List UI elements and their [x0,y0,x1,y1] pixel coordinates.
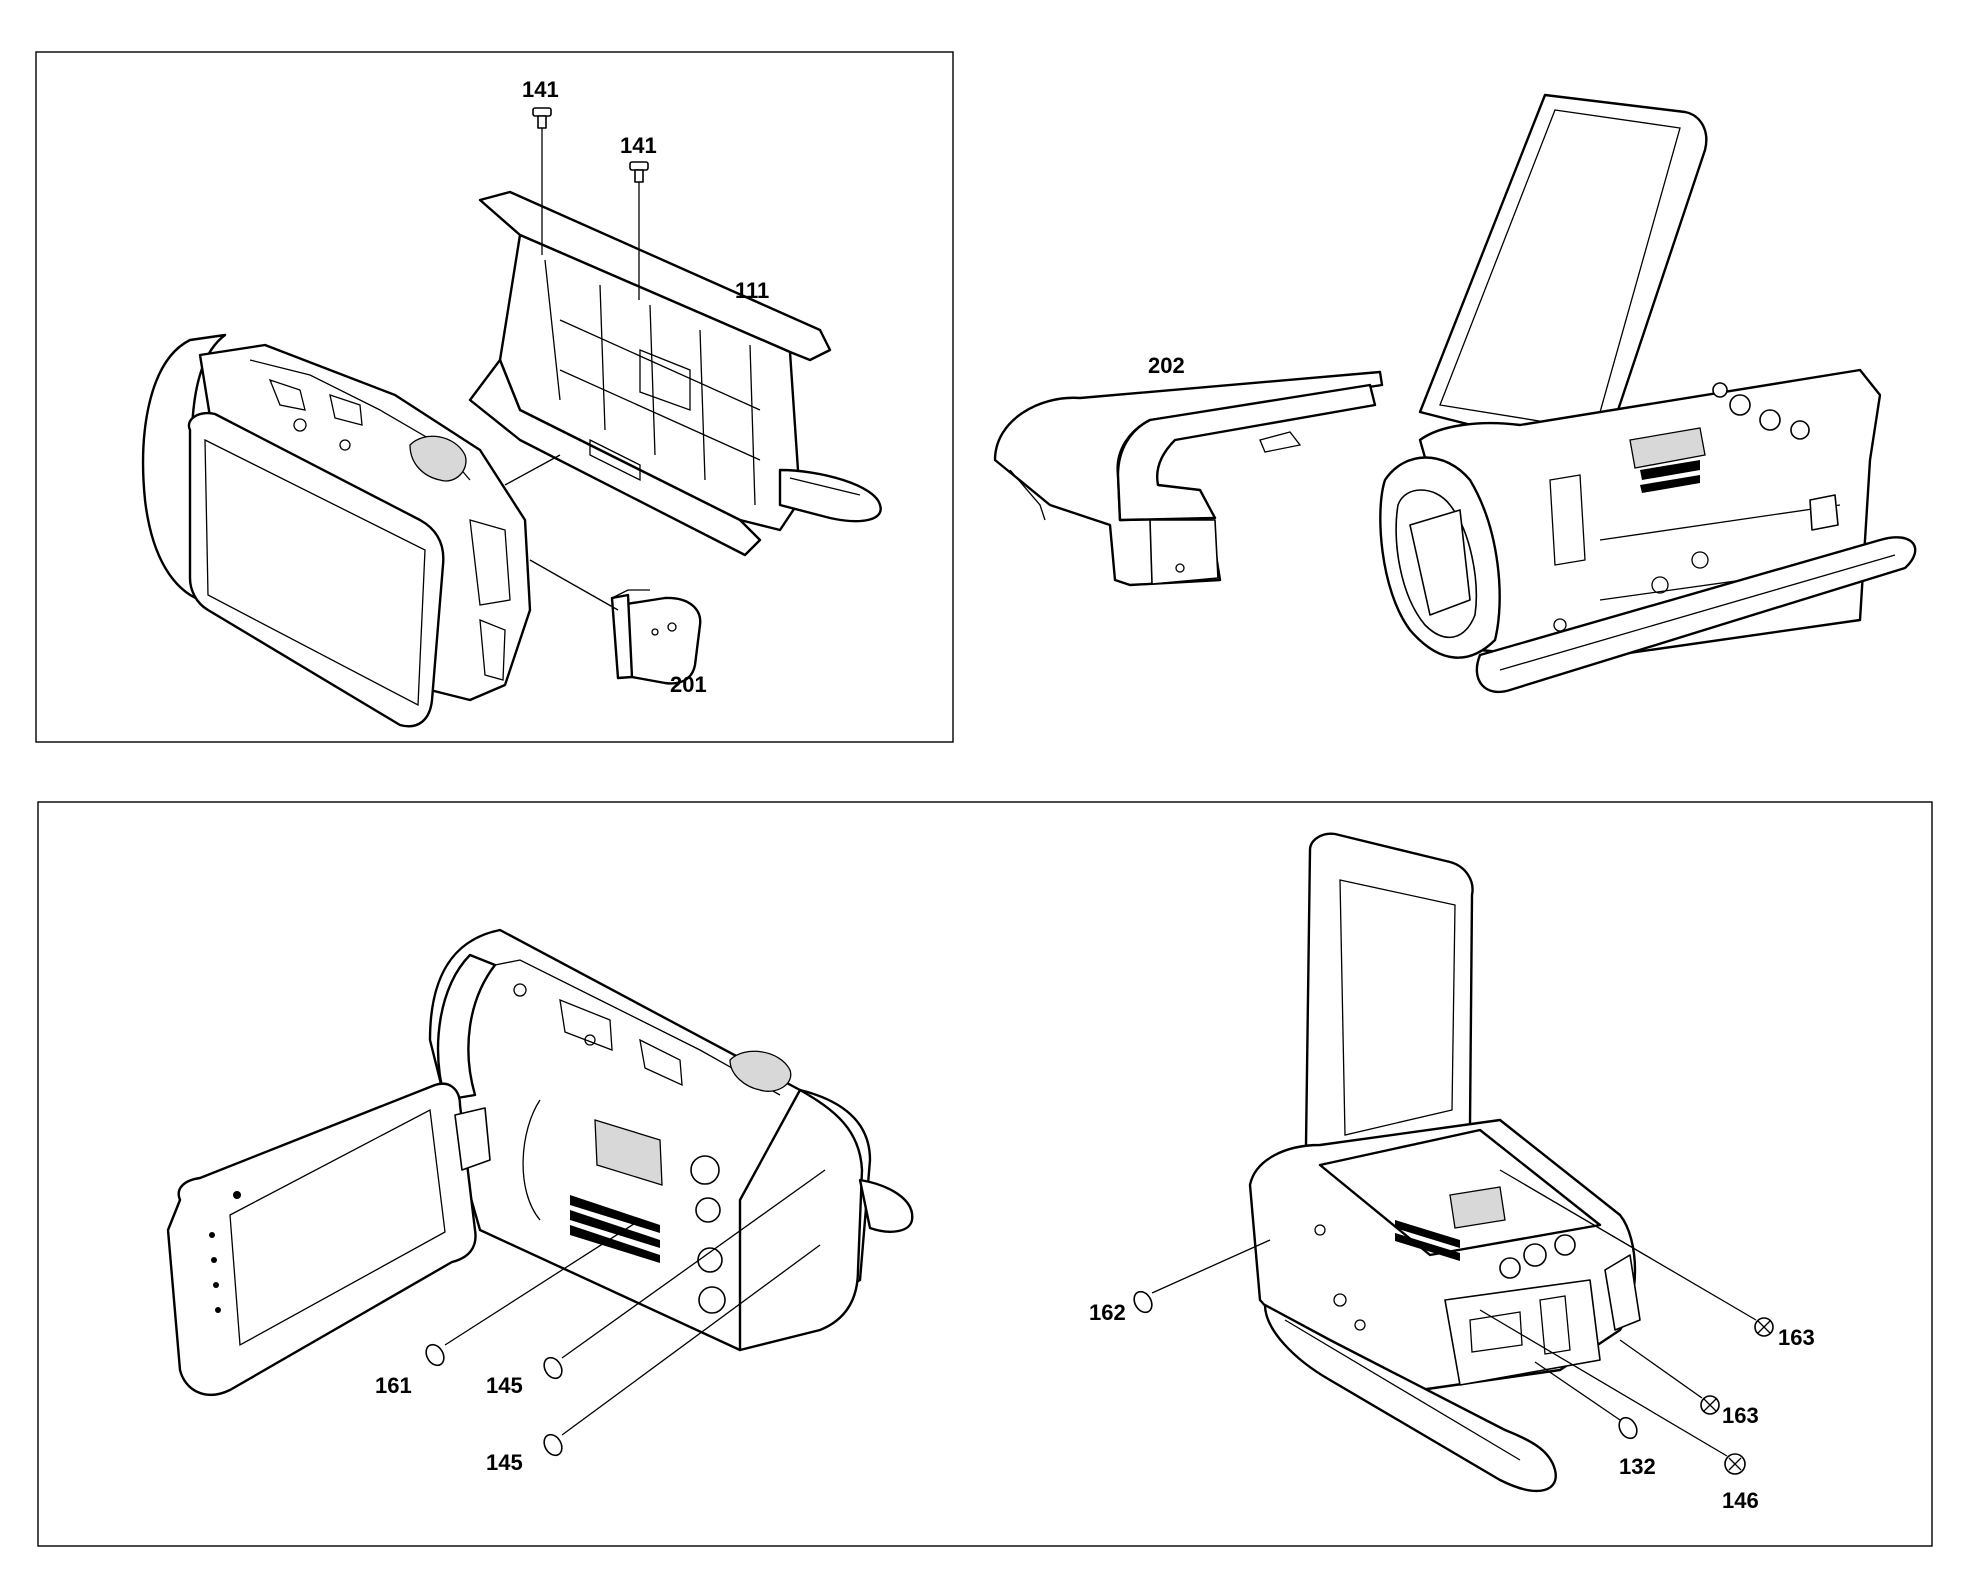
screw-132 [1534,1361,1638,1440]
label-161: 161 [375,1373,412,1398]
screw-145-a [543,1169,826,1380]
screw-163-b [1619,1339,1720,1415]
cover-201 [610,589,702,685]
label-111: 111 [735,278,769,303]
label-145-a: 145 [486,1373,523,1398]
camcorder-body-left-view [141,333,532,728]
panel-frame-top-left [35,51,954,743]
camcorder-bottom-view [1248,832,1641,1493]
label-201: 201 [670,672,707,697]
camcorder-lcd-open-right-view [1379,93,1917,693]
label-141-b: 141 [620,133,657,158]
camcorder-lcd-side-open-view [166,928,914,1396]
label-163-a: 163 [1778,1325,1815,1350]
screw-163-a [1499,1169,1774,1337]
screw-145-b [543,1244,821,1457]
label-163-b: 163 [1722,1403,1759,1428]
panel-frame-bottom [37,801,1933,1547]
screw-162 [1133,1239,1271,1314]
label-141-a: 141 [522,77,559,102]
screw-161 [425,1219,641,1367]
screw-141-b [629,161,649,300]
label-132: 132 [1619,1454,1656,1479]
label-145-b: 145 [486,1450,523,1475]
screw-146 [1479,1309,1746,1475]
screw-141-a [532,107,552,255]
label-202: 202 [1148,353,1185,378]
label-146: 146 [1722,1488,1759,1513]
top-cover-202 [993,370,1384,587]
rear-housing-111 [468,190,882,557]
label-162: 162 [1089,1300,1126,1325]
